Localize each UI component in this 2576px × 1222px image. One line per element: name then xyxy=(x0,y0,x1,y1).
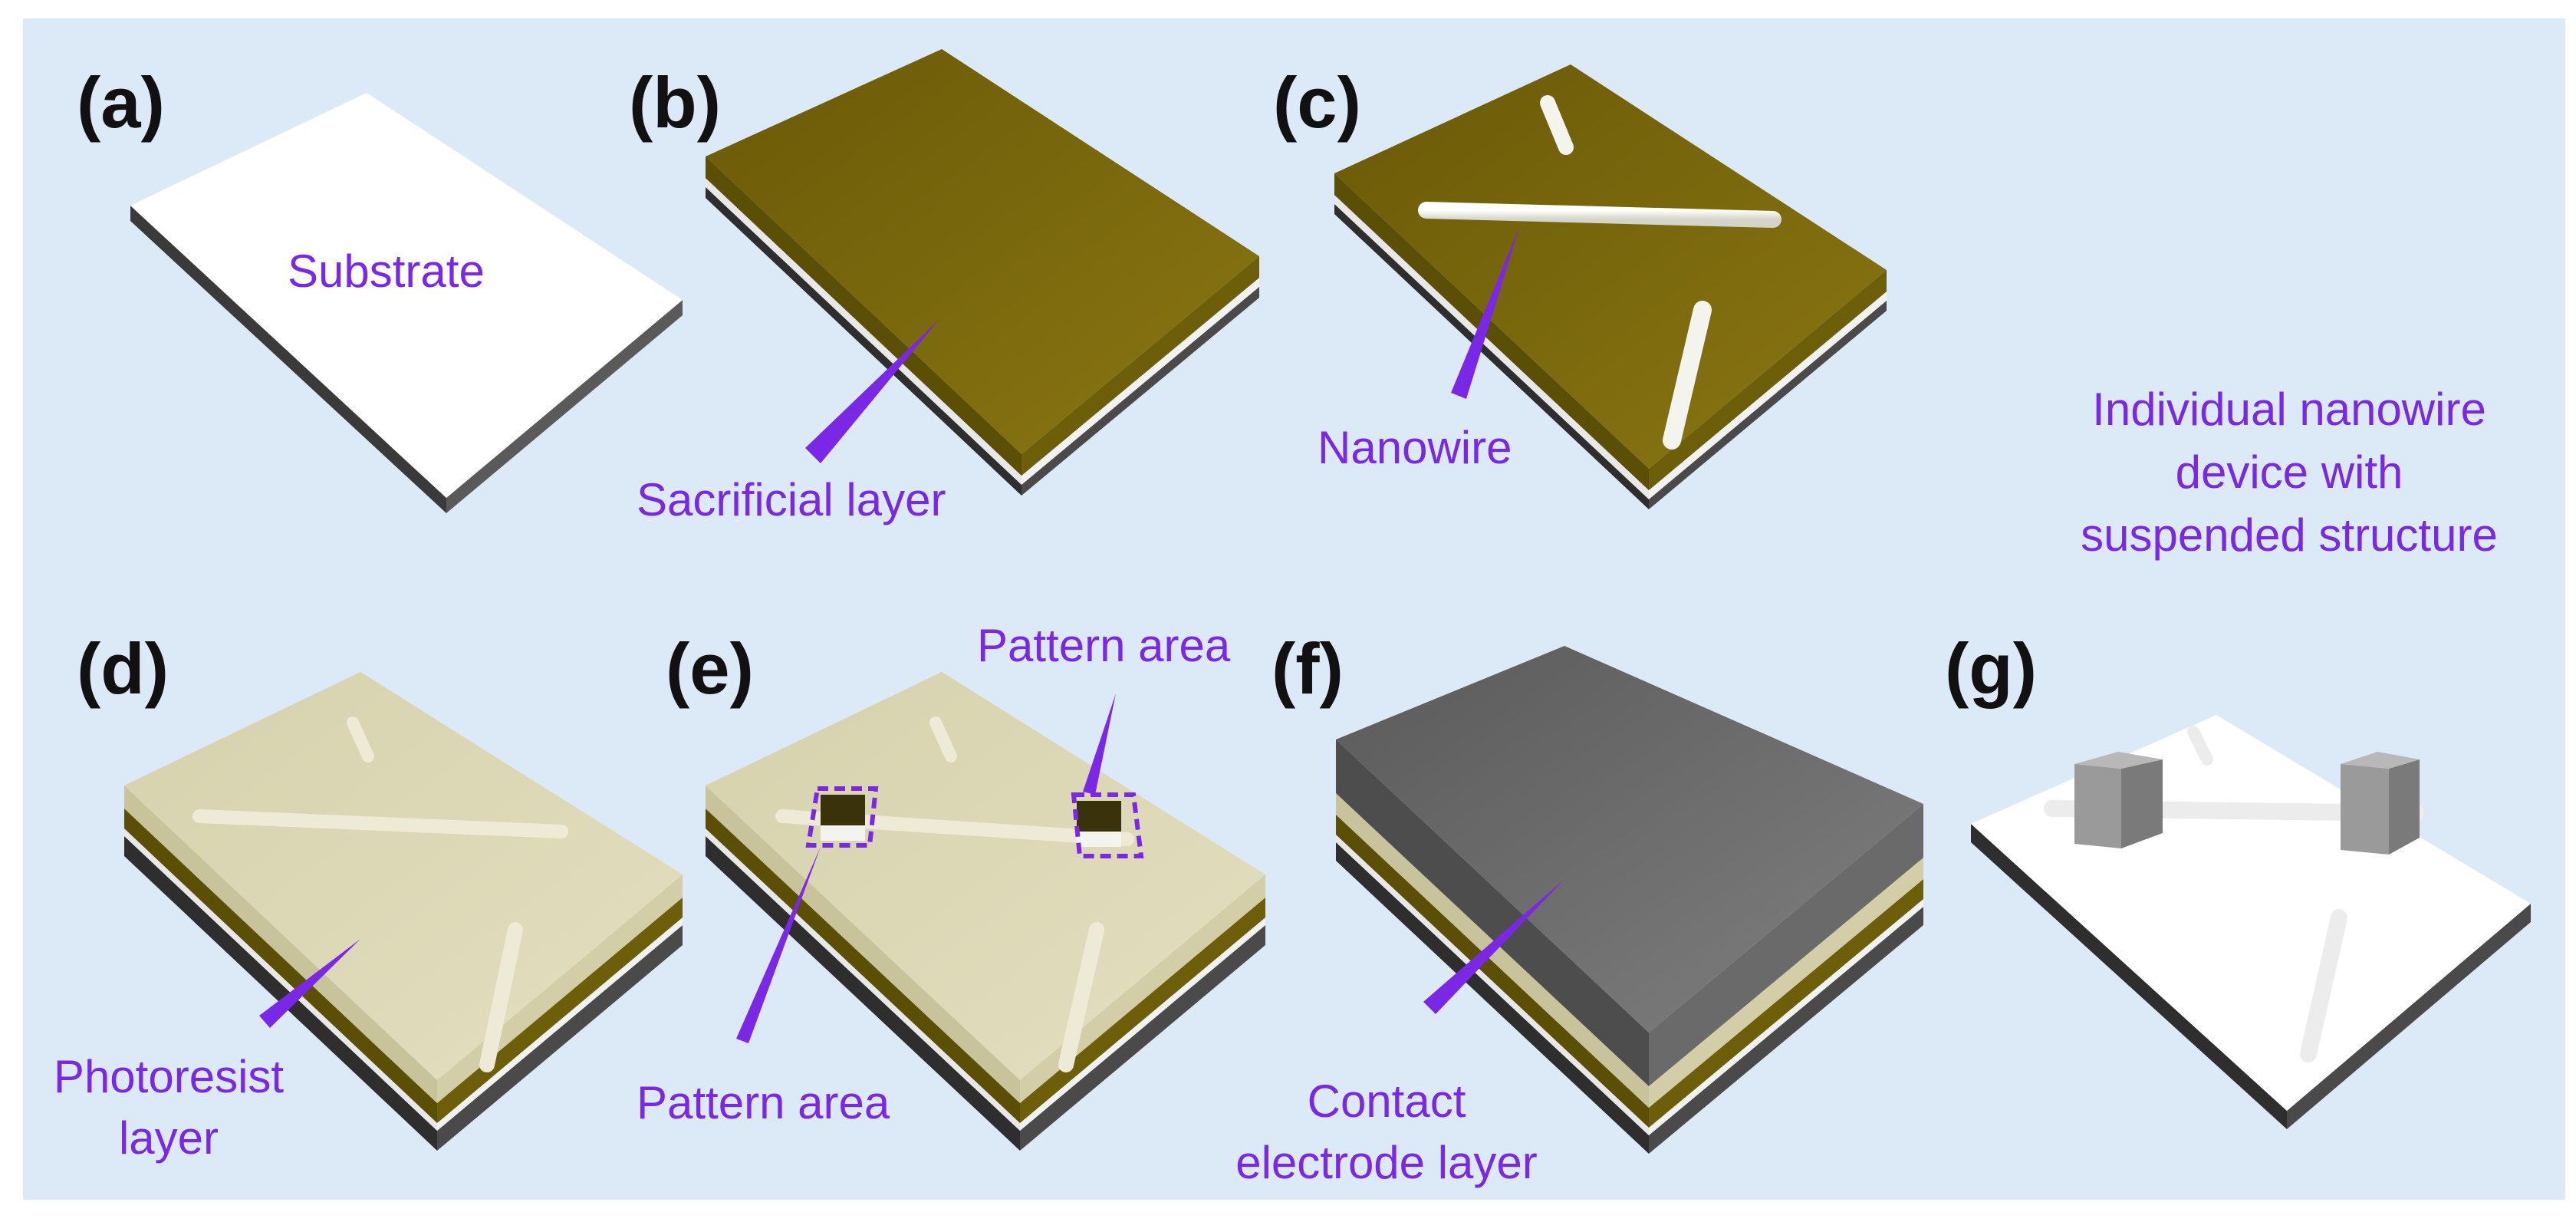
photoresist-top xyxy=(124,672,683,1080)
sacrificial-annotation: Sacrificial layer xyxy=(637,474,946,525)
electrode-top xyxy=(1336,646,1923,1033)
pointer-wedge xyxy=(805,319,939,463)
substrate-annotation: Substrate xyxy=(288,245,485,297)
pointer-wedge xyxy=(1451,226,1520,399)
photoresist-annotation-1: Photoresist xyxy=(54,1051,284,1102)
electrode-pad-left xyxy=(2074,752,2163,848)
pattern-area-annotation-bottom: Pattern area xyxy=(637,1077,890,1128)
panel-a-label: (a) xyxy=(77,62,165,143)
pattern-area-dashed-box xyxy=(1071,792,1144,858)
photoresist-annotation-2: layer xyxy=(119,1112,219,1164)
electrode-pad-right xyxy=(2341,752,2420,855)
panel-f: (f) Contact electrode layer xyxy=(1235,628,1923,1188)
caption-line-3: suspended structure xyxy=(2081,509,2498,561)
substrate-front xyxy=(446,300,683,513)
panel-g-label: (g) xyxy=(1945,628,2037,709)
panel-f-label: (f) xyxy=(1272,628,1344,709)
panel-a: (a) Substrate xyxy=(77,62,683,513)
caption-g: Individual nanowire device with suspende… xyxy=(2081,384,2498,561)
panel-b-label: (b) xyxy=(629,62,721,143)
substrate-side xyxy=(130,206,446,513)
electrode-annotation-2: electrode layer xyxy=(1235,1137,1538,1188)
panel-d: (d) Photoresist layer xyxy=(54,628,683,1164)
panel-g: (g) xyxy=(1945,628,2531,1129)
panel-c-label: (c) xyxy=(1273,62,1361,143)
sacrificial-layer-top xyxy=(706,49,1259,454)
pointer-wedge xyxy=(1083,693,1116,795)
nanowire-vertical xyxy=(1663,301,1712,450)
pointer-wedge xyxy=(736,847,821,1043)
pointer-wedge xyxy=(1423,879,1564,1014)
pointer-wedge xyxy=(259,939,360,1028)
nanowire xyxy=(1418,202,1781,228)
electrode-annotation-1: Contact xyxy=(1308,1075,1466,1127)
panel-b: (b) Sacrificial layer xyxy=(629,49,1259,525)
panel-e-label: (e) xyxy=(666,628,754,709)
nanowire-annotation: Nanowire xyxy=(1318,422,1512,473)
caption-line-1: Individual nanowire xyxy=(2092,384,2486,435)
pattern-area-dashed-box xyxy=(805,786,879,848)
caption-line-2: device with xyxy=(2176,446,2403,498)
figure-background: (a) Substrate (b) Sacrificial layer (c) … xyxy=(23,18,2565,1200)
panel-d-label: (d) xyxy=(77,628,169,709)
process-flow-diagram: (a) Substrate (b) Sacrificial layer (c) … xyxy=(54,49,2531,1188)
substrate-top xyxy=(130,93,683,498)
pattern-area-annotation-top: Pattern area xyxy=(977,620,1231,671)
panel-c: (c) Nanowire xyxy=(1273,62,1887,509)
nanowire-short xyxy=(1540,95,1574,155)
panel-e: (e) Pattern area Pattern area xyxy=(637,620,1265,1151)
